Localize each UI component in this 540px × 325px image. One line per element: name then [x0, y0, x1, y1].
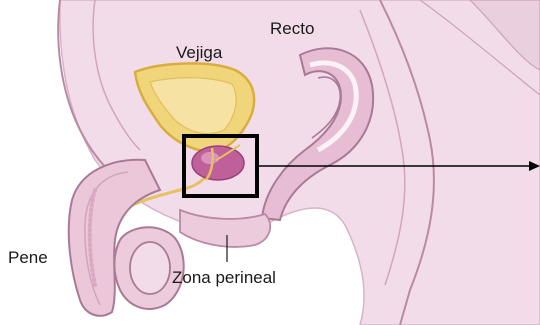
label-perineal-zone: Zona perineal — [172, 268, 276, 287]
testis — [130, 242, 170, 294]
label-bladder: Vejiga — [176, 43, 223, 62]
label-rectum: Recto — [270, 19, 314, 38]
label-penis: Pene — [8, 248, 48, 267]
prostate — [192, 145, 244, 180]
